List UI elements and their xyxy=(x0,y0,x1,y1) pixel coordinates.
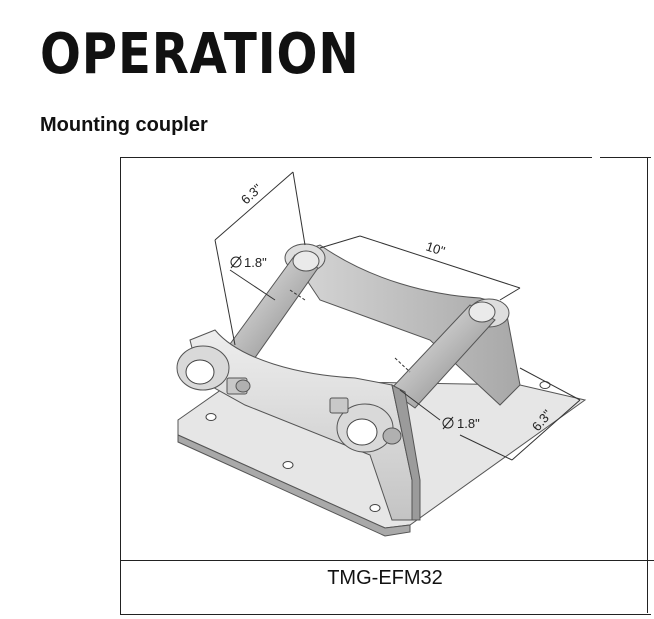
page-title: OPERATION xyxy=(40,22,360,87)
dimension-pin-right: 1.8" xyxy=(457,416,480,431)
bolt-hole-icon xyxy=(539,381,551,389)
figure-frame-right-edge xyxy=(647,157,648,613)
dimension-length: 10" xyxy=(424,239,447,259)
dimension-lines xyxy=(214,171,581,461)
figure-caption: TMG-EFM32 xyxy=(327,567,443,589)
boss-right xyxy=(329,397,402,453)
boss-left xyxy=(176,345,251,395)
diameter-label-right: 1.8" xyxy=(442,416,480,431)
diameter-label-left: 1.8" xyxy=(230,255,267,270)
figure-frame xyxy=(120,157,651,615)
mounting-coupler-drawing: 6.3" 10" 1.8" 1.8" 6.3" xyxy=(176,171,587,537)
bolt-hole-icon xyxy=(369,504,381,512)
section-heading: Mounting coupler xyxy=(40,114,208,136)
bolt-hole-icon xyxy=(282,461,294,469)
diameter-icon xyxy=(442,417,454,429)
diameter-icon xyxy=(230,256,242,268)
pin-right xyxy=(389,301,496,409)
front-side-plate xyxy=(189,329,421,521)
bolt-hole-icon xyxy=(205,413,217,421)
caption-divider xyxy=(120,560,654,561)
pin-left xyxy=(221,250,320,373)
dimension-width-top: 6.3" xyxy=(238,181,265,208)
dimension-pin-left: 1.8" xyxy=(244,255,267,270)
